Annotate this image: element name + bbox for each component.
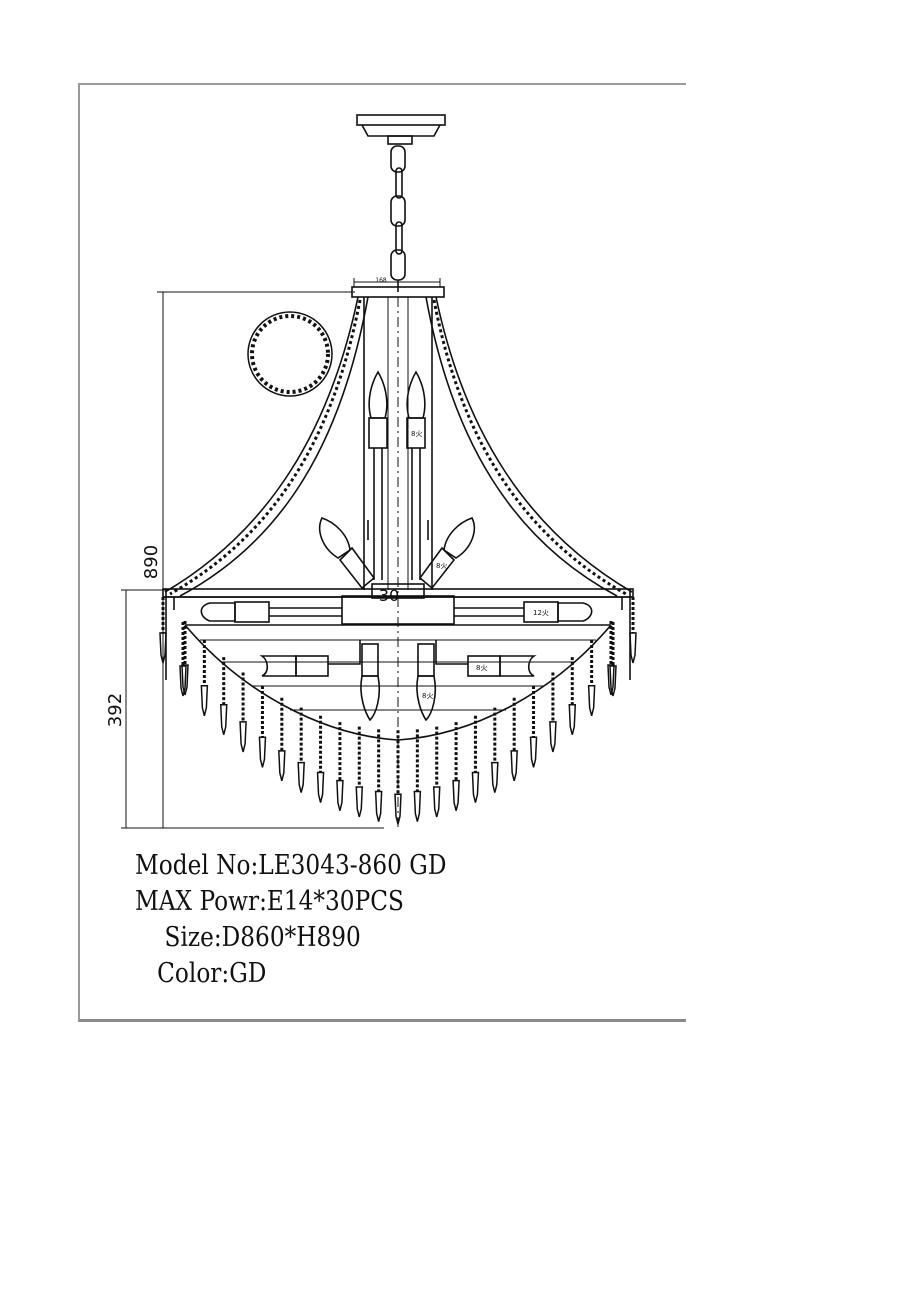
suspension-chain [390, 145, 406, 292]
crystal-strand-outer [629, 597, 637, 664]
upper-candles [368, 370, 426, 580]
spec-model: Model No:LE3043-860 GD [135, 848, 446, 884]
crystal-strand-outer [609, 622, 617, 697]
lower-height-label: 392 [105, 693, 126, 727]
crystal-strand [510, 697, 518, 782]
spec-power-label: MAX Powr: [135, 886, 267, 917]
crystal-strand-outer [179, 622, 187, 697]
spec-color-label: Color: [157, 958, 230, 989]
crystal-strand [491, 707, 499, 793]
crystal-strand [297, 707, 305, 793]
crystal-strand [258, 686, 267, 768]
socket-label-bottom: 8火 [422, 692, 433, 700]
crystal-strand [394, 730, 402, 825]
spec-color-value: GD [229, 958, 267, 989]
crystal-strand [200, 639, 209, 716]
crystal-strand [239, 672, 247, 753]
socket-label-upper: 8火 [411, 430, 422, 438]
crystal-strand [316, 715, 325, 803]
overall-height-label: 890 [141, 545, 162, 579]
horizontal-candles [200, 601, 593, 623]
crystal-strand [568, 657, 577, 735]
crystal-strand [219, 657, 228, 735]
ceiling-canopy [356, 114, 446, 145]
crystal-strand [529, 686, 538, 768]
spec-power: MAX Powr:E14*30PCS [135, 884, 446, 920]
crystal-strand [413, 729, 422, 822]
crystal-strand [181, 621, 189, 696]
crystal-strand [549, 672, 557, 753]
crystal-strand [587, 639, 596, 716]
dimension-overall-height [157, 291, 355, 828]
dimension-lower-height [121, 589, 384, 829]
spec-power-value: E14*30PCS [266, 886, 404, 917]
spec-color: Color:GD [135, 956, 446, 992]
crystal-strand [355, 726, 364, 818]
spec-block: Model No:LE3043-860 GD MAX Powr:E14*30PC… [135, 848, 446, 992]
crystal-strand [336, 722, 344, 811]
chain-ring-detail [247, 311, 333, 397]
crystal-pendants [159, 597, 637, 825]
spec-size: Size:D860*H890 [135, 920, 446, 956]
crystal-strand [471, 715, 480, 803]
drawing-frame [78, 83, 686, 1022]
socket-label-ring: 12火 [533, 609, 549, 617]
spec-model-value: LE3043-860 GD [258, 850, 447, 881]
spec-size-label: Size: [164, 922, 222, 953]
angled-candles [318, 517, 476, 590]
curved-frame-arms [164, 296, 633, 597]
center-column [363, 297, 433, 830]
center-mark-label: 30 [379, 586, 399, 605]
lower-candles [259, 640, 537, 722]
crystal-strand [432, 726, 441, 818]
spec-model-label: Model No: [135, 850, 259, 881]
crystal-strand [278, 697, 286, 782]
socket-label-angled: 8火 [436, 562, 447, 570]
socket-label-lower: 8火 [476, 664, 487, 672]
canopy-width-label: 168 [375, 277, 387, 284]
crystal-strand [374, 729, 383, 822]
spec-size-value: D860*H890 [221, 922, 361, 953]
crystal-strand [452, 722, 460, 811]
